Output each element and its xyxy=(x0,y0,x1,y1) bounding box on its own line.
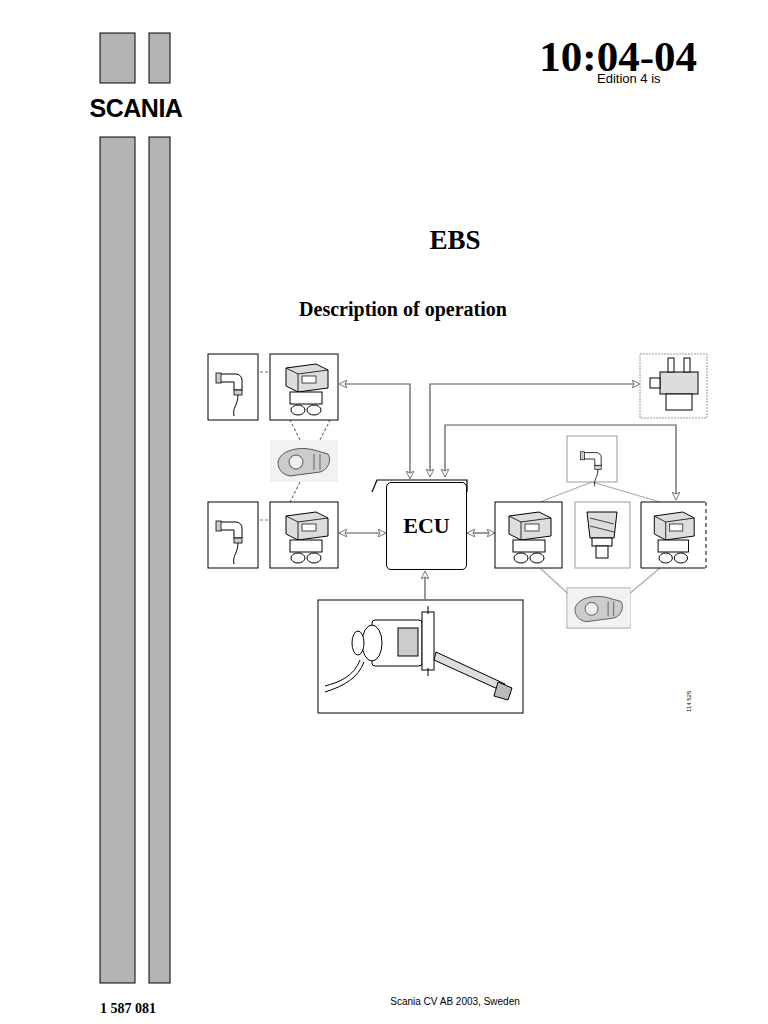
copyright-note: Scania CV AB 2003, Sweden xyxy=(390,996,520,1007)
drawing-part xyxy=(592,482,660,502)
drawing-part xyxy=(318,600,523,713)
drawing-part xyxy=(587,512,617,538)
trailer-control-valve xyxy=(650,358,698,410)
drawing-part xyxy=(325,660,360,686)
drawing-part xyxy=(340,384,410,478)
cut-edge xyxy=(706,502,707,568)
modulator xyxy=(654,512,694,563)
drawing-part xyxy=(430,384,639,476)
part-number: 1 587 081 xyxy=(100,1001,156,1017)
drawing-part xyxy=(149,33,170,83)
drawing-part xyxy=(668,358,674,372)
drawing-part xyxy=(270,354,338,420)
drawing-part xyxy=(362,625,382,661)
brake-actuator xyxy=(568,589,631,628)
drawing-part xyxy=(684,358,690,372)
drawing-part xyxy=(340,532,385,533)
drawing-part xyxy=(428,606,429,676)
cut-box xyxy=(641,502,705,568)
drawing-part xyxy=(666,394,692,410)
modulator xyxy=(509,512,551,563)
drawing-part xyxy=(494,682,512,700)
drawing-part xyxy=(352,631,364,655)
faint-boxes xyxy=(567,354,707,628)
drawing-part xyxy=(270,502,338,568)
drawing-part xyxy=(325,662,364,692)
drawing-part xyxy=(100,137,135,983)
drawing-part xyxy=(422,612,434,670)
wheel-sensor xyxy=(216,373,242,416)
drawing-part xyxy=(100,33,135,83)
wheel-sensor xyxy=(580,452,601,486)
modulator xyxy=(286,512,328,563)
drawing-part xyxy=(424,572,425,599)
brand-logo: SCANIA xyxy=(90,94,183,123)
drawing-part xyxy=(434,652,505,690)
drawing-part xyxy=(592,538,612,546)
brake-actuator xyxy=(270,440,338,482)
drawing-part xyxy=(149,137,170,983)
drawing-part xyxy=(640,354,707,418)
drawing-part xyxy=(567,588,630,628)
edition-note: Edition 4 is xyxy=(597,71,661,86)
drawing-part xyxy=(495,502,562,568)
drawing-part xyxy=(320,420,330,440)
wheel-sensor xyxy=(216,521,242,564)
drawing-part xyxy=(208,354,258,420)
brake-pedal-unit xyxy=(325,606,512,700)
drawing-part xyxy=(596,546,608,558)
drawing-part xyxy=(290,420,300,440)
modulator xyxy=(286,364,328,415)
ecu-box: ECU xyxy=(386,482,467,570)
drawing-part xyxy=(468,532,494,533)
drawing-part xyxy=(398,628,418,656)
pressure-sensor xyxy=(587,512,617,558)
node-label: ECU xyxy=(403,513,449,539)
drawing-part xyxy=(590,518,614,532)
drawing-part xyxy=(540,482,592,502)
drawing-part xyxy=(660,372,698,394)
drawing-part xyxy=(575,502,630,568)
figure-number: 114 525 xyxy=(686,691,692,712)
title: EBS xyxy=(429,225,480,256)
side-bars xyxy=(100,33,170,983)
drawing-part xyxy=(650,378,660,388)
drawing-part xyxy=(208,502,258,568)
drawing-part xyxy=(290,482,300,502)
subtitle: Description of operation xyxy=(299,298,507,321)
component-boxes xyxy=(208,354,562,713)
drawing-part xyxy=(445,425,676,499)
flow-arrows xyxy=(340,384,676,599)
